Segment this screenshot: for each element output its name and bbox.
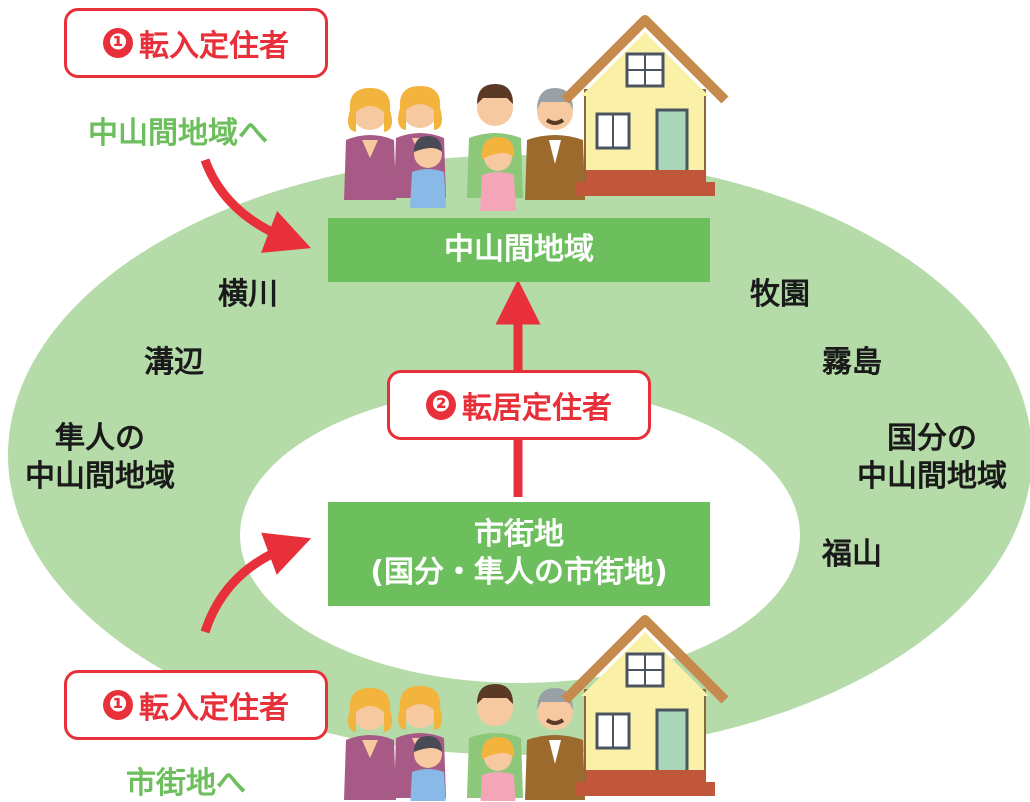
step-2-marker: ❷ [426, 390, 456, 420]
area-fukuyama: 福山 [822, 537, 882, 572]
top-destination-label: 中山間地域へ [88, 116, 268, 151]
area-kokubu-line2: 中山間地域 [857, 459, 1007, 494]
bottom-destination-label: 市街地へ [126, 766, 246, 801]
bottom-inflow-label: 転入定住者 [139, 691, 289, 726]
mountain-area-box: 中山間地域 [328, 218, 710, 282]
relocation-badge: ❷ 転居定住者 [387, 370, 651, 440]
area-kirishima: 霧島 [822, 345, 882, 380]
urban-area-box: 市街地 (国分・隼人の市街地) [328, 502, 710, 606]
urban-area-label: 市街地 [474, 517, 564, 552]
top-inflow-badge: ❶ 転入定住者 [64, 8, 328, 78]
bottom-inflow-badge: ❶ 転入定住者 [64, 670, 328, 740]
curved-arrow-icon [200, 532, 312, 634]
area-makizono: 牧園 [750, 277, 810, 312]
area-kokubu-line1: 国分の [887, 421, 977, 456]
area-hayato-line1: 隼人の [55, 421, 145, 456]
area-mizobe: 溝辺 [144, 345, 204, 380]
step-1-marker: ❶ [103, 28, 133, 58]
area-kokubu: 国分の 中山間地域 [842, 420, 1022, 496]
house-icon [565, 20, 725, 196]
curved-arrow-icon [200, 158, 311, 253]
top-inflow-label: 転入定住者 [139, 29, 289, 64]
relocation-label: 転居定住者 [462, 391, 612, 426]
step-1-marker: ❶ [103, 690, 133, 720]
mountain-area-label: 中山間地域 [444, 232, 594, 267]
urban-area-sublabel: (国分・隼人の市街地) [370, 555, 668, 590]
area-hayato: 隼人の 中山間地域 [10, 420, 190, 496]
area-yokogawa: 横川 [218, 277, 278, 312]
area-hayato-line2: 中山間地域 [25, 459, 175, 494]
